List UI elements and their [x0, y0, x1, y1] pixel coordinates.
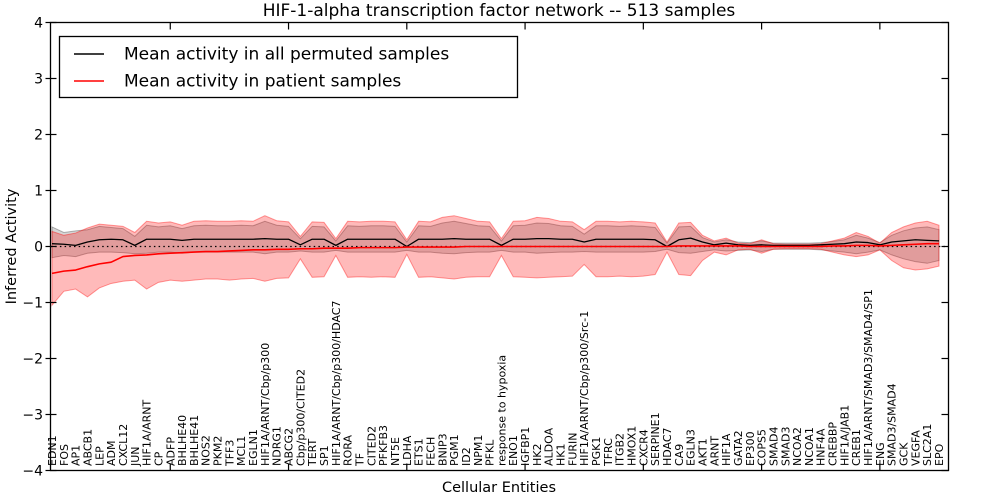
x-tick-label: FURIN [566, 433, 579, 467]
y-tick-label: 2 [34, 128, 43, 144]
x-tick-label: SLC2A1 [921, 424, 934, 466]
x-tick-label: TF [353, 453, 366, 467]
x-tick-label: CITED2 [365, 426, 378, 466]
x-tick-label: IGFBP1 [519, 427, 532, 466]
x-tick-label: NDRG1 [271, 426, 284, 466]
x-tick-label: ADFP [164, 437, 177, 466]
y-tick-label: 3 [34, 72, 43, 88]
x-tick-label: HNF4A [815, 428, 828, 466]
x-tick-label: CA9 [673, 444, 686, 466]
x-tick-label: HK2 [531, 444, 544, 466]
x-tick-label: EP300 [744, 431, 757, 466]
x-tick-label: NCOA2 [791, 427, 804, 466]
x-tick-label: GATA2 [732, 430, 745, 466]
x-tick-label: CXCL12 [117, 424, 130, 466]
x-tick-label: TFF3 [223, 440, 236, 467]
x-tick-label: HIF1A/ARNT/Cbp/p300 [259, 343, 272, 466]
x-tick-label: HIF1A/ARNT/Cbp/p300/Src-1 [578, 311, 591, 466]
x-tick-label: HDAC7 [661, 427, 674, 466]
x-tick-label: EDN1 [46, 435, 59, 466]
x-tick-label: Cbp/p300/CITED2 [294, 369, 307, 466]
x-tick-label: CXCR4 [637, 429, 650, 466]
x-tick-label: SP1 [318, 445, 331, 466]
x-tick-label: ITGB2 [614, 433, 627, 466]
x-tick-label: AKT1 [696, 438, 709, 466]
x-tick-label: COPS5 [756, 429, 769, 466]
y-tick-label: −2 [22, 352, 43, 368]
x-tick-label: HIF1A/ARNT [141, 400, 154, 466]
patient-band [51, 215, 940, 307]
x-tick-label: FECH [424, 437, 437, 466]
x-tick-label: ENO1 [507, 435, 520, 466]
permuted-mean-line [51, 237, 940, 248]
x-tick-label: CP [152, 451, 165, 466]
x-tick-label: PFKFB3 [377, 425, 390, 466]
x-tick-label: EGLN3 [685, 429, 698, 466]
plot-area: −4 −3 −2 −1 0 1 2 3 4EDN1FOSAP1ABCB1LEPADMCXCL12… [22, 16, 950, 480]
x-tick-label: ARNT [708, 436, 721, 466]
x-tick-label: AP1 [70, 445, 83, 466]
chart-title: HIF-1-alpha transcription factor network… [263, 1, 736, 21]
x-tick-label: BHLHE41 [188, 415, 201, 466]
x-tick-label: TFRC [602, 438, 615, 467]
x-tick-label: HK1 [555, 444, 568, 466]
x-tick-label: ALDOA [543, 427, 556, 466]
x-tick-label: HMOX1 [626, 426, 639, 466]
x-tick-label: PGK1 [590, 437, 603, 466]
y-tick-label: −3 [22, 408, 43, 424]
x-tick-label: NCOA1 [803, 427, 816, 466]
x-tick-label: PGM1 [448, 434, 461, 466]
x-tick-label: MCL1 [235, 436, 248, 466]
x-tick-label: SERPINE1 [649, 412, 662, 466]
y-tick-label: 4 [34, 16, 43, 32]
x-tick-label: LDHA [401, 435, 414, 466]
x-tick-label: TERT [306, 438, 319, 467]
x-tick-label: NT5E [389, 437, 402, 466]
x-tick-label: ID2 [460, 447, 473, 466]
x-tick-label: FOS [58, 444, 71, 466]
x-tick-label: CREBBP [827, 422, 840, 466]
y-tick-label: 0 [34, 240, 43, 256]
x-tick-label: ENG [874, 442, 887, 466]
y-tick-label: −1 [22, 296, 43, 312]
x-tick-label: ABCB1 [81, 429, 94, 466]
patient-mean-line [51, 242, 940, 275]
legend: Mean activity in all permuted samples Me… [58, 35, 519, 99]
x-tick-label: ETS1 [413, 438, 426, 466]
legend-box [58, 35, 519, 99]
x-tick-label: NPM1 [472, 435, 485, 466]
x-tick-label: BNIP3 [436, 433, 449, 466]
x-tick-label: SMAD4 [767, 427, 780, 466]
x-tick-label: ADM [105, 441, 118, 467]
x-tick-label: EPO [933, 443, 946, 466]
x-tick-label: response to hypoxia [495, 355, 508, 466]
x-tick-label: HIF1A/ARNT/Cbp/p300/HDAC7 [330, 301, 343, 467]
x-tick-label: PFKL [484, 439, 497, 466]
y-axis-label: Inferred Activity [4, 188, 20, 304]
x-tick-label: SMAD3 [779, 427, 792, 466]
x-tick-label: EGLN1 [247, 429, 260, 466]
x-axis-label: Cellular Entities [442, 480, 556, 496]
x-tick-label: BHLHE40 [176, 415, 189, 466]
x-tick-label: VEGFA [909, 430, 922, 466]
x-tick-label: HIF1A [720, 433, 733, 466]
y-tick-label: 1 [34, 184, 43, 200]
x-tick-label: LEP [93, 446, 106, 466]
x-tick-label: CREB1 [850, 429, 863, 466]
x-tick-label: GCK [898, 442, 911, 466]
x-tick-label: PKM2 [212, 436, 225, 466]
legend-label-patient: Mean activity in patient samples [124, 72, 401, 92]
x-tick-label: RORA [342, 435, 355, 466]
x-tick-label: NOS2 [200, 435, 213, 466]
x-tick-label: HIF1A/JAB1 [838, 405, 851, 466]
x-tick-label: HIF1A/ARNT/SMAD3/SMAD4/SP1 [862, 289, 875, 466]
legend-label-permuted: Mean activity in all permuted samples [124, 45, 449, 65]
x-tick-label: SMAD3/SMAD4 [886, 383, 899, 466]
x-tick-label: ABCG2 [283, 428, 296, 466]
x-tick-label: JUN [129, 446, 142, 467]
y-tick-label: −4 [22, 464, 43, 480]
